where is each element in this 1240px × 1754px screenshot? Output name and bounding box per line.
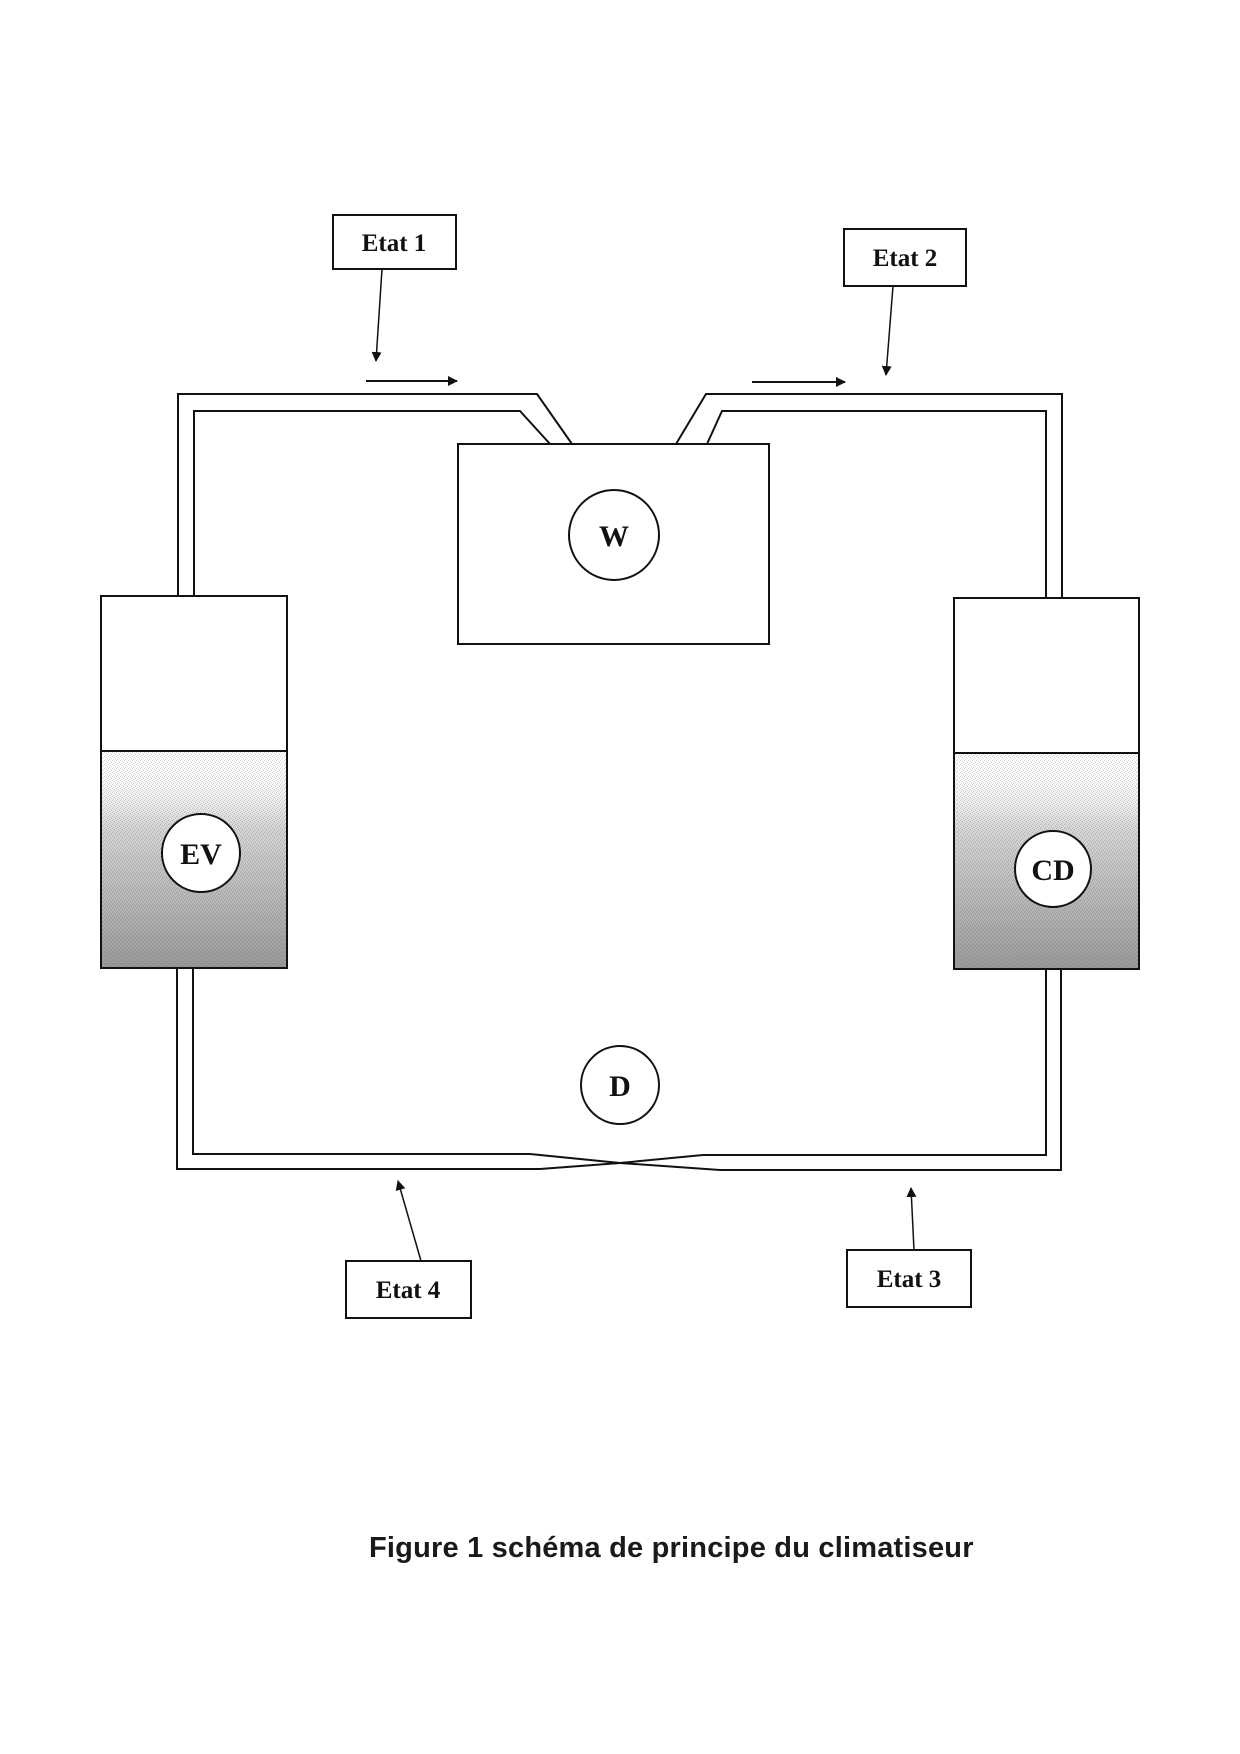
pipe-evaporator-to-compressor-outer: [177, 393, 573, 596]
expansion-valve-label: D: [609, 1070, 631, 1103]
evaporator-circle: [161, 813, 241, 893]
compressor-circle: [568, 489, 660, 581]
evaporator-box: [100, 595, 288, 969]
figure-caption: Figure 1 schéma de principe du climatise…: [369, 1532, 974, 1564]
state-etat2-pointer: [881, 285, 894, 376]
state-etat2-label: Etat 2: [873, 245, 938, 272]
compressor-label: W: [599, 520, 629, 553]
state-etat3-label: Etat 3: [877, 1266, 942, 1293]
state-etat2-box: [843, 228, 967, 287]
pipe-compressor-to-condenser-inner: [706, 410, 1047, 598]
pipe-bottom-inner: [192, 968, 1062, 1171]
expansion-valve-circle: [580, 1045, 660, 1125]
condenser-label: CD: [1031, 854, 1074, 887]
pipe-compressor-to-condenser-outer: [675, 393, 1063, 598]
condenser: CD: [953, 597, 1140, 970]
state-etat1: Etat 1: [332, 214, 457, 362]
state-etat1-pointer: [371, 268, 383, 362]
state-etat4-pointer: [395, 1180, 422, 1262]
state-etat1-box: [332, 214, 457, 270]
state-etat3-box: [846, 1249, 972, 1308]
condenser-box: [953, 597, 1140, 970]
state-etat4-label: Etat 4: [376, 1277, 441, 1304]
state-etat1-label: Etat 1: [362, 230, 427, 257]
evaporator: EV: [100, 595, 288, 969]
pipe-evaporator-to-compressor-inner: [193, 410, 551, 596]
compressor-box: [457, 443, 770, 645]
evaporator-label: EV: [180, 838, 222, 871]
state-etat3-pointer: [906, 1187, 917, 1251]
state-etat4: Etat 4: [345, 1180, 472, 1319]
state-etat2: Etat 2: [843, 228, 967, 376]
state-etat4-box: [345, 1260, 472, 1319]
condenser-circle: [1014, 830, 1092, 908]
state-etat3: Etat 3: [846, 1187, 972, 1308]
